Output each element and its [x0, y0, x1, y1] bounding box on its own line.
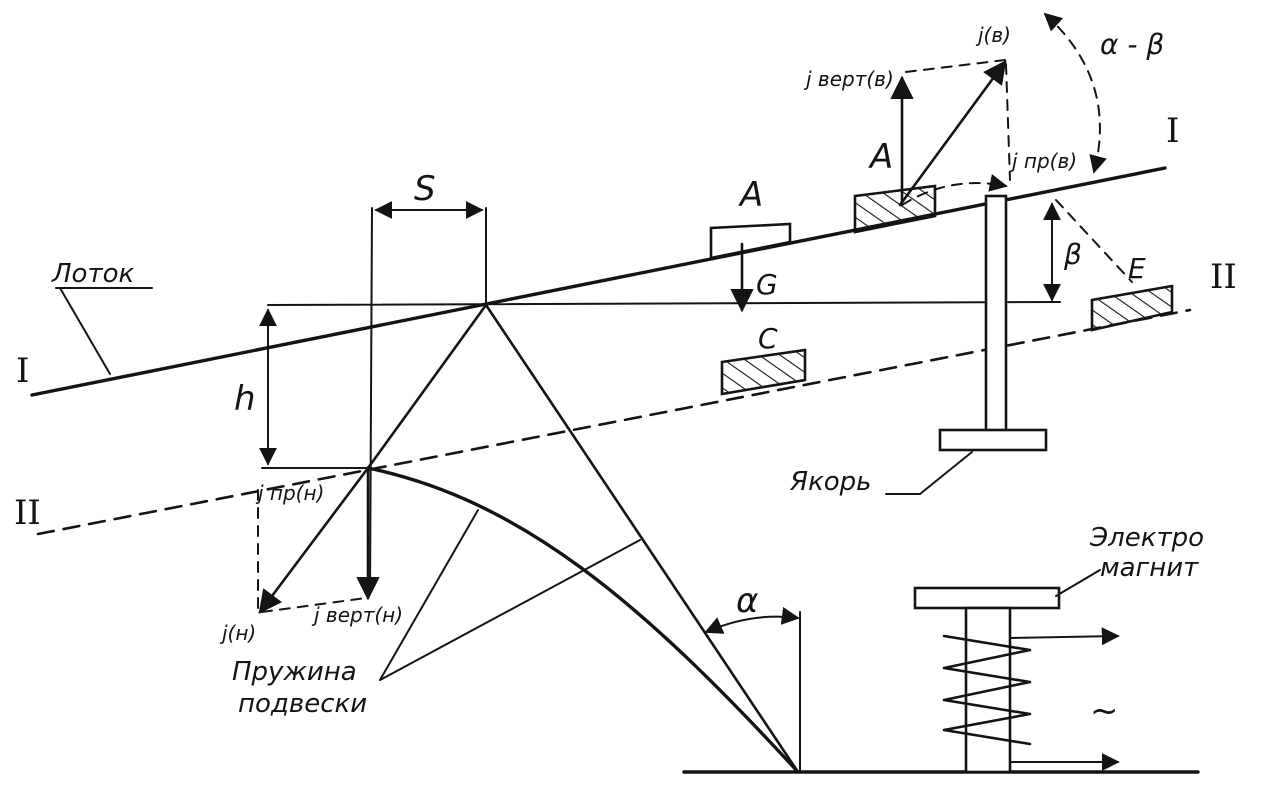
part-a-right-label: A: [868, 137, 893, 177]
beta-dashed-line: [1055, 199, 1133, 283]
electromagnet-label-line1: Электро: [1089, 523, 1204, 553]
anchor-plate: [938, 428, 1048, 452]
j-vert-upper-label: j верт(в): [803, 67, 894, 91]
alpha-label: α: [736, 581, 758, 621]
electromagnet-plate: [913, 586, 1061, 610]
j-pr-upper-dashed: [901, 174, 1008, 206]
j-lower-horizontal-dashed: [261, 597, 367, 613]
spring-upper-chord: [484, 303, 800, 774]
j-upper-vector: [898, 60, 1007, 207]
j-pr-lower-label: j пр(н): [255, 481, 324, 505]
part-c-shape: [720, 348, 807, 396]
tray-lower-position-line: [36, 308, 1192, 536]
alpha-arc: [704, 606, 800, 634]
tray-line: [30, 166, 1167, 397]
stroke-left-extension: [369, 207, 373, 593]
coil-lead-upper: [1009, 627, 1120, 646]
part-e-label: E: [1128, 252, 1146, 285]
part-a-right-shape: [853, 184, 937, 234]
j-upper-horizontal-dashed: [905, 59, 1006, 73]
tray-leader: [59, 287, 111, 375]
spring-label-line1: Пружина: [232, 657, 357, 687]
j-vert-lower-label: j верт(н): [311, 603, 403, 627]
j-upper-vertical-dashed: [1005, 63, 1011, 181]
spring-bent-curve: [366, 466, 800, 774]
spring-leader-2: [379, 539, 641, 681]
spring-link-line: [366, 303, 488, 470]
spring-label-line2: подвески: [238, 689, 367, 719]
electromagnet-leader: [1055, 569, 1101, 597]
level-i-right-label: I: [1166, 111, 1179, 151]
part-c-label: C: [758, 322, 778, 355]
j-lower-label: j(н): [219, 621, 256, 645]
anchor-leader-diag: [919, 451, 973, 495]
height-label: h: [234, 379, 256, 419]
current-symbol: ~: [1090, 691, 1119, 731]
j-upper-label: j(в): [975, 23, 1011, 47]
j-pr-upper-label: j пр(в): [1009, 149, 1077, 173]
tray-label: Лоток: [51, 259, 135, 289]
electromagnet-coil: [942, 634, 1032, 746]
level-ii-right-label: II: [1210, 257, 1237, 297]
j-lower-vector: [258, 466, 370, 614]
stroke-label: S: [414, 169, 436, 209]
horizontal-reference-line: [267, 301, 1061, 306]
level-ii-left-label: II: [14, 493, 41, 533]
part-a-left-shape: [709, 222, 792, 260]
alpha-minus-beta-label: α - β: [1100, 28, 1164, 61]
gravity-label: G: [756, 268, 778, 301]
anchor-rod: [984, 194, 1008, 434]
alpha-minus-beta-arc: [1043, 12, 1107, 174]
spring-leader-1: [379, 509, 479, 681]
level-i-left-label: I: [16, 351, 29, 391]
electromagnet-label-line2: магнит: [1100, 553, 1199, 583]
anchor-label: Якорь: [789, 467, 872, 497]
part-e-shape: [1090, 284, 1174, 332]
part-a-left-label: A: [738, 175, 763, 215]
beta-label: β: [1063, 238, 1082, 271]
